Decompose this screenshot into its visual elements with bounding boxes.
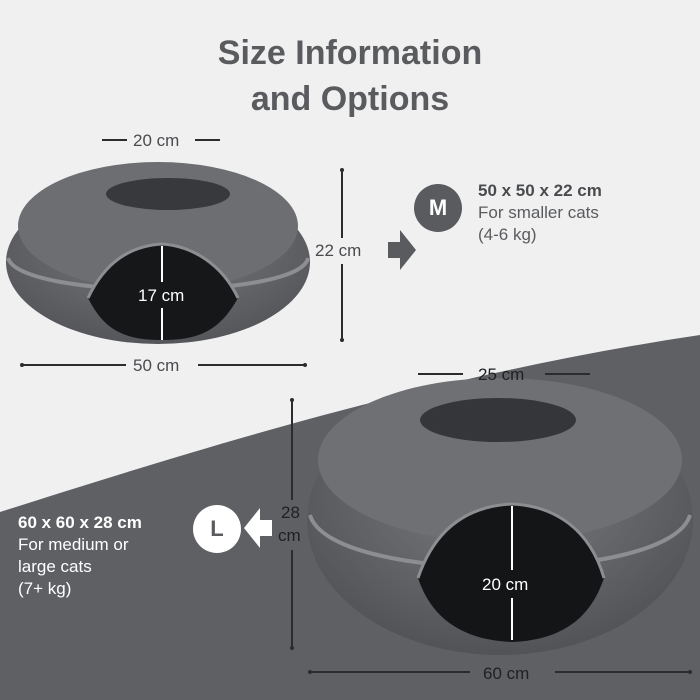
large-dimension-lines [290, 373, 692, 674]
large-cat-bed [307, 378, 693, 655]
large-description-line-3: (7+ kg) [18, 579, 72, 598]
medium-height-label: 22 cm [315, 241, 362, 260]
arrow-right-icon [388, 230, 416, 270]
title-line-2: and Options [250, 80, 450, 118]
title-line-1: Size Information [217, 34, 483, 72]
size-badge-medium: M [414, 184, 462, 232]
medium-spec: 50 x 50 x 22 cm For smaller cats (4-6 kg… [478, 180, 602, 246]
large-hole-width-label: 25 cm [478, 365, 525, 384]
medium-outer-width-label: 50 cm [133, 356, 180, 375]
medium-description-line-2: (4-6 kg) [478, 225, 537, 244]
large-description-line-1: For medium or [18, 535, 129, 554]
large-dimensions: 60 x 60 x 28 cm [18, 513, 142, 532]
medium-dimensions: 50 x 50 x 22 cm [478, 181, 602, 200]
large-spec: 60 x 60 x 28 cm For medium or large cats… [18, 512, 208, 600]
large-description-line-2: large cats [18, 557, 92, 576]
medium-cat-bed [6, 162, 310, 344]
medium-hole-width-label: 20 cm [133, 131, 180, 150]
page-title: Size Information and Options [0, 30, 700, 122]
medium-description-line-1: For smaller cats [478, 203, 599, 222]
medium-dimension-lines [20, 139, 344, 367]
arrow-left-icon [244, 508, 272, 548]
large-outer-width-label: 60 cm [483, 664, 530, 683]
size-badge-large: L [193, 505, 241, 553]
large-height-unit-label: cm [278, 526, 301, 545]
large-opening-height-label: 20 cm [482, 575, 529, 594]
medium-opening-height-label: 17 cm [138, 286, 185, 305]
large-height-value-label: 28 [281, 503, 300, 522]
